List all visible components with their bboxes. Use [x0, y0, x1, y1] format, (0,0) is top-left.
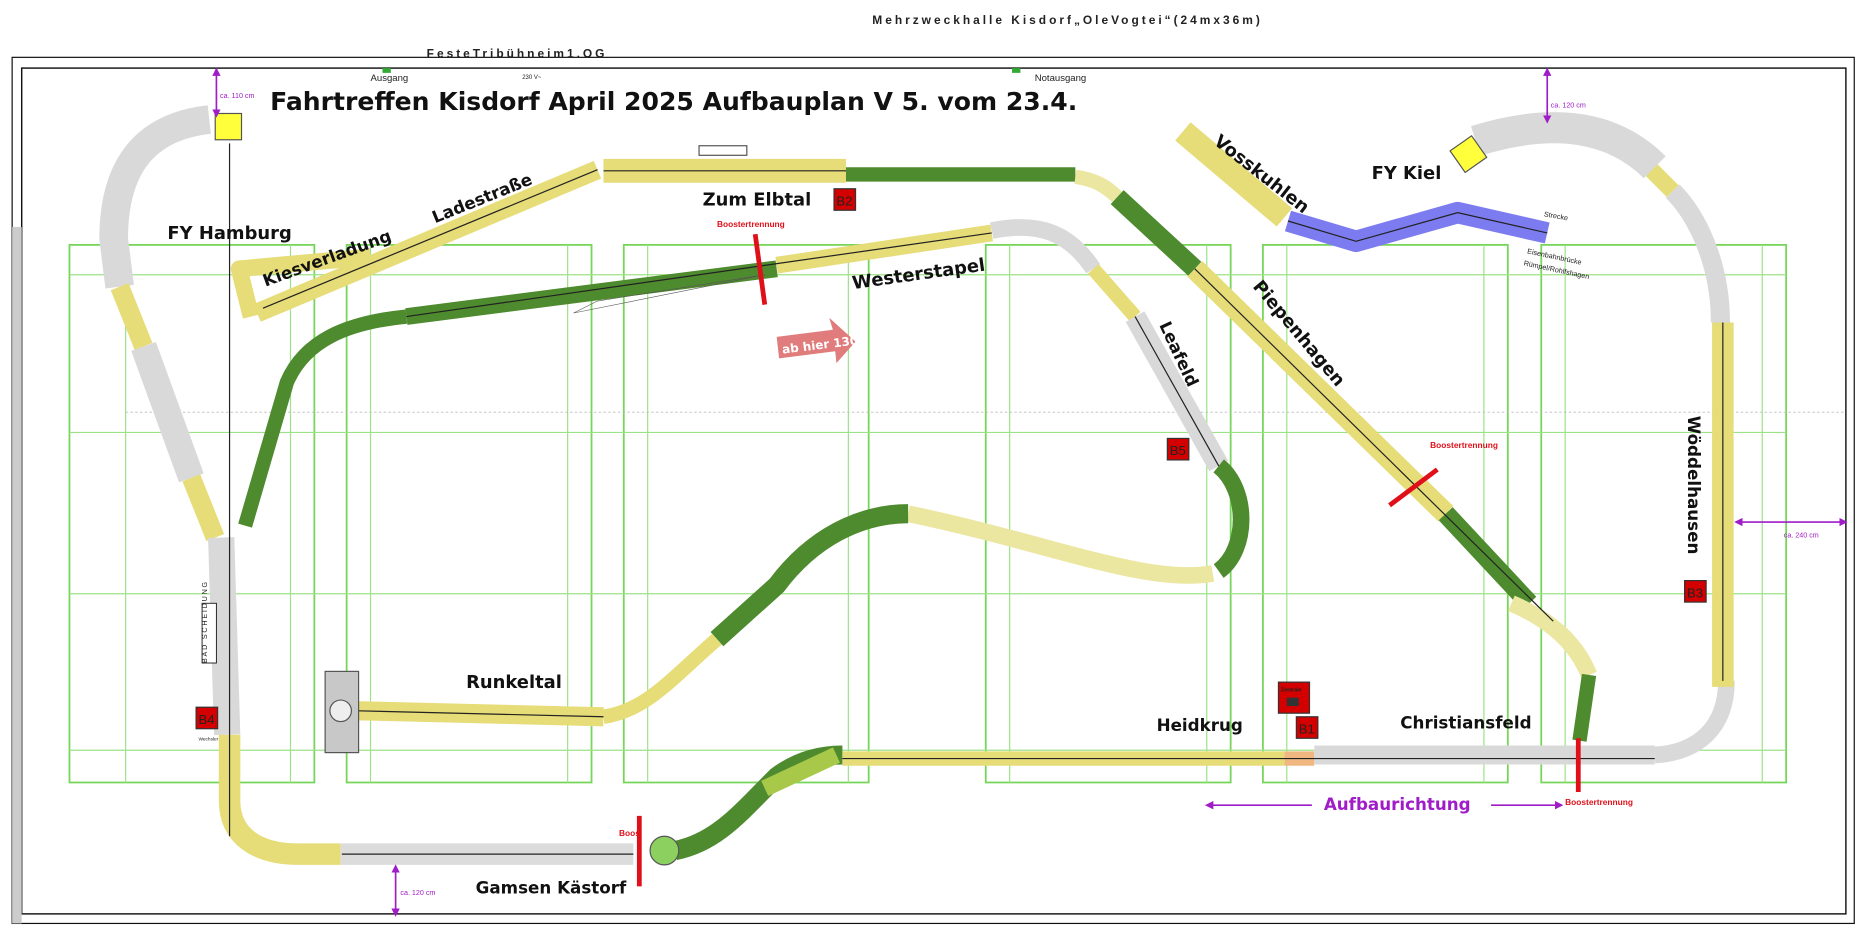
fy-kiel-end: [1449, 134, 1488, 174]
svg-text:B5: B5: [1170, 443, 1186, 458]
dim-top-left-label: ca. 110 cm: [220, 92, 255, 100]
gallery-label: FesteTribühneim1.OG: [427, 46, 608, 60]
booster-separation-label-4: Boos: [619, 828, 640, 838]
wechsler-label: Wechsler: [199, 737, 219, 743]
svg-text:B2: B2: [836, 193, 852, 208]
booster-b1: B1: [1295, 716, 1319, 739]
station-fy-hamburg: FY Hamburg: [167, 223, 291, 244]
station-christiansfeld: Christiansfeld: [1400, 713, 1531, 733]
exit-label: Ausgang: [371, 73, 409, 84]
booster-b2: B2: [833, 188, 857, 211]
station-fy-kiel: FY Kiel: [1372, 163, 1442, 184]
fy-hamburg-end: [214, 112, 243, 141]
dim-right-label: ca. 240 cm: [1784, 532, 1819, 540]
emergency-exit-sign: [1012, 68, 1021, 73]
svg-text:Zentrale: Zentrale: [1281, 688, 1302, 694]
booster-separation-2: [1388, 467, 1439, 508]
zum-elbtal-building: [698, 145, 748, 156]
bad-scheidung-box: [201, 602, 217, 664]
plan-title: Fahrtreffen Kisdorf April 2025 Aufbaupla…: [270, 87, 1077, 116]
booster-separation-1: [752, 233, 768, 305]
station-westerstapel: Westerstapel: [851, 255, 986, 294]
svg-text:B3: B3: [1687, 585, 1703, 600]
track-outer-loop: [99, 105, 1735, 865]
station-gamsen-kaestorf: Gamsen Kästorf: [476, 878, 627, 898]
svg-text:B1: B1: [1299, 721, 1315, 736]
power-label: 230 V~: [522, 75, 542, 81]
left-wall: [12, 226, 22, 924]
turntable: [329, 699, 353, 723]
booster-b4: B4: [195, 706, 219, 730]
station-runkeltal: Runkeltal: [466, 672, 562, 693]
ab-hier-arrow: [776, 317, 856, 364]
station-heidkrug: Heidkrug: [1157, 715, 1243, 735]
booster-b3: B3: [1684, 579, 1707, 603]
central-unit: Zentrale: [1277, 681, 1311, 714]
dim-top-right-label: ca. 120 cm: [1551, 102, 1586, 110]
track-upper-line: [230, 122, 1597, 742]
track-inner-line: [238, 219, 1250, 754]
hall-title: Mehrzweckhalle Kisdorf„OleVogtei“(24mx36…: [872, 13, 1263, 27]
booster-separation-label-3: Boostertrennung: [1565, 797, 1633, 807]
booster-separation-label-1: Boostertrennung: [717, 219, 785, 229]
exit-sign: [382, 68, 391, 73]
hall-outline: [11, 56, 1855, 925]
svg-text:B4: B4: [199, 712, 215, 727]
gamsen-turntable: [649, 835, 680, 866]
booster-separation-label-2: Boostertrennung: [1430, 440, 1498, 450]
aufbaurichtung-label: Aufbaurichtung: [1324, 794, 1471, 814]
hall-inner-outline: [20, 67, 1847, 915]
station-woeddelhausen: Wöddelhausen: [1684, 416, 1704, 555]
station-zum-elbtal: Zum Elbtal: [703, 189, 812, 210]
strecke-label: Strecke: [1543, 210, 1568, 222]
dim-bottom-label: ca. 120 cm: [400, 889, 435, 897]
emergency-exit-label: Notausgang: [1035, 73, 1087, 84]
station-bad-scheidung: BAD SCHEIDUNG: [201, 580, 209, 663]
booster-b5: B5: [1166, 437, 1190, 461]
